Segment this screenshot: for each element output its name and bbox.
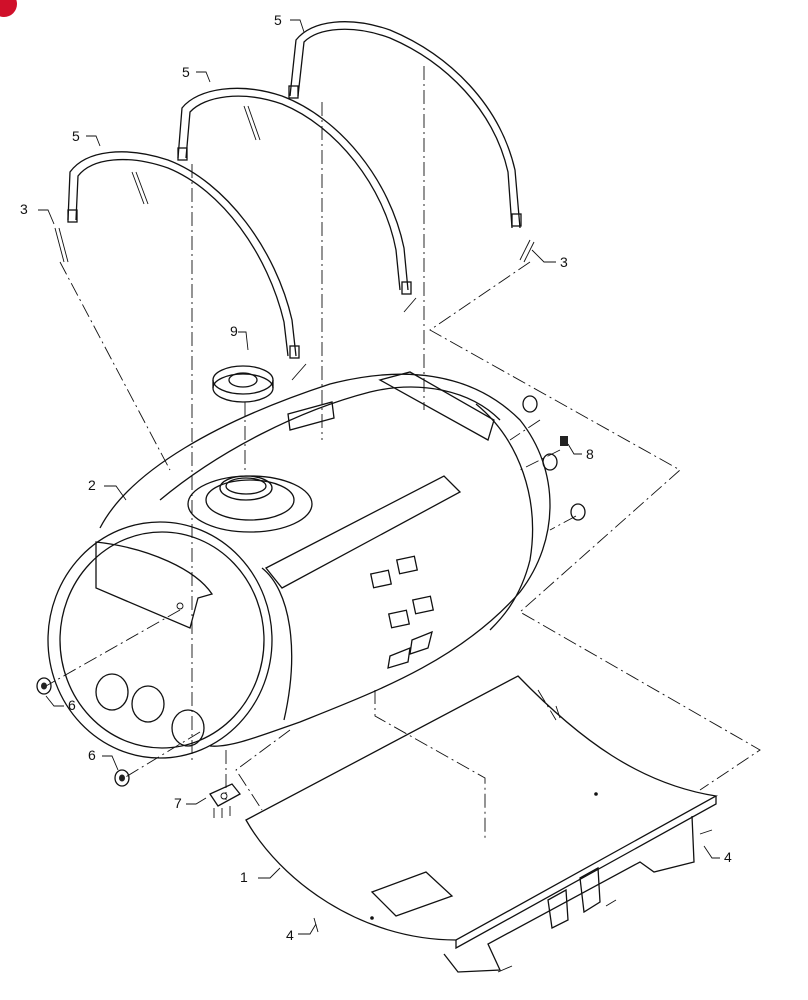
callout-1: 1 <box>240 869 248 885</box>
strap-front <box>67 151 300 359</box>
callout-6-lower: 6 <box>88 747 96 763</box>
callout-8: 8 <box>586 446 594 462</box>
drain-plugs <box>36 677 130 787</box>
callout-3-right: 3 <box>560 254 568 270</box>
callout-6-upper: 6 <box>68 697 76 713</box>
callout-2: 2 <box>88 477 96 493</box>
callout-leaders <box>38 19 720 935</box>
callout-4-left: 4 <box>286 927 294 943</box>
callout-9: 9 <box>230 323 238 339</box>
strap-middle <box>177 87 412 295</box>
tank-cradle <box>245 675 718 973</box>
strap-rear <box>288 21 522 229</box>
fittings <box>522 395 586 521</box>
mount-bracket <box>209 783 241 818</box>
callout-5-rear: 5 <box>274 12 282 28</box>
fill-cap <box>212 365 274 403</box>
strap-bolts <box>54 105 535 381</box>
callout-3-left: 3 <box>20 201 28 217</box>
callout-5-middle: 5 <box>182 64 190 80</box>
callout-7: 7 <box>174 795 182 811</box>
callout-4-right: 4 <box>724 849 732 865</box>
callout-5-front: 5 <box>72 128 80 144</box>
corner-badge <box>0 0 17 17</box>
tank-body <box>47 371 551 759</box>
assembly-guide-lines <box>45 66 761 840</box>
